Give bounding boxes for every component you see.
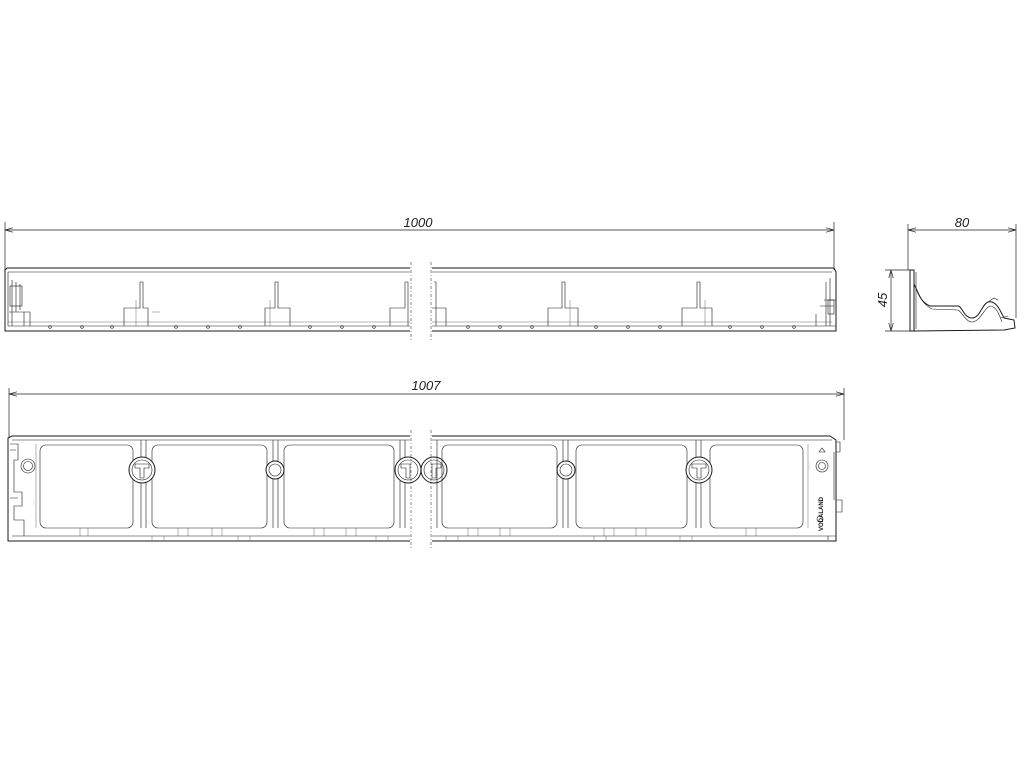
side-view-rib bbox=[681, 281, 713, 326]
top-view-left-half: ····· bbox=[7, 430, 422, 548]
svg-text:·········: ········· bbox=[808, 462, 811, 470]
svg-text:·····: ····· bbox=[32, 501, 35, 505]
side-view-rib bbox=[264, 281, 291, 326]
top-view-round-anchor bbox=[265, 440, 285, 528]
section-view: 80 45 bbox=[875, 215, 1017, 332]
section-height-label: 45 bbox=[875, 292, 890, 307]
side-view-left-half bbox=[4, 262, 412, 342]
section-height-dimension: 45 bbox=[875, 269, 912, 332]
section-profile bbox=[909, 269, 1016, 332]
top-view-bolt-anchor bbox=[420, 440, 448, 528]
side-view-rib bbox=[389, 281, 409, 326]
top-view: 1007 ····· bbox=[7, 378, 845, 548]
section-width-dimension: 80 bbox=[907, 215, 1017, 318]
top-view-length-label: 1007 bbox=[412, 378, 442, 393]
side-view-length-label: 1000 bbox=[404, 215, 434, 230]
side-view: 1000 bbox=[4, 215, 837, 342]
top-view-right-half: ········· VODALAND bbox=[420, 430, 843, 548]
top-view-length-dimension: 1007 bbox=[8, 378, 845, 440]
top-view-bolt-anchor bbox=[394, 440, 422, 528]
side-view-rib bbox=[123, 281, 160, 326]
top-view-bolt-anchor bbox=[128, 440, 156, 528]
top-view-bolt-anchor bbox=[685, 440, 713, 528]
brand-logo-text: VODALAND bbox=[819, 496, 825, 531]
top-view-right-end: ········· VODALAND bbox=[807, 441, 843, 540]
top-view-round-anchor bbox=[556, 440, 576, 528]
side-view-length-dimension: 1000 bbox=[4, 215, 835, 270]
side-view-right-half bbox=[430, 262, 837, 342]
side-view-rib bbox=[547, 281, 579, 326]
section-width-label: 80 bbox=[955, 215, 970, 230]
